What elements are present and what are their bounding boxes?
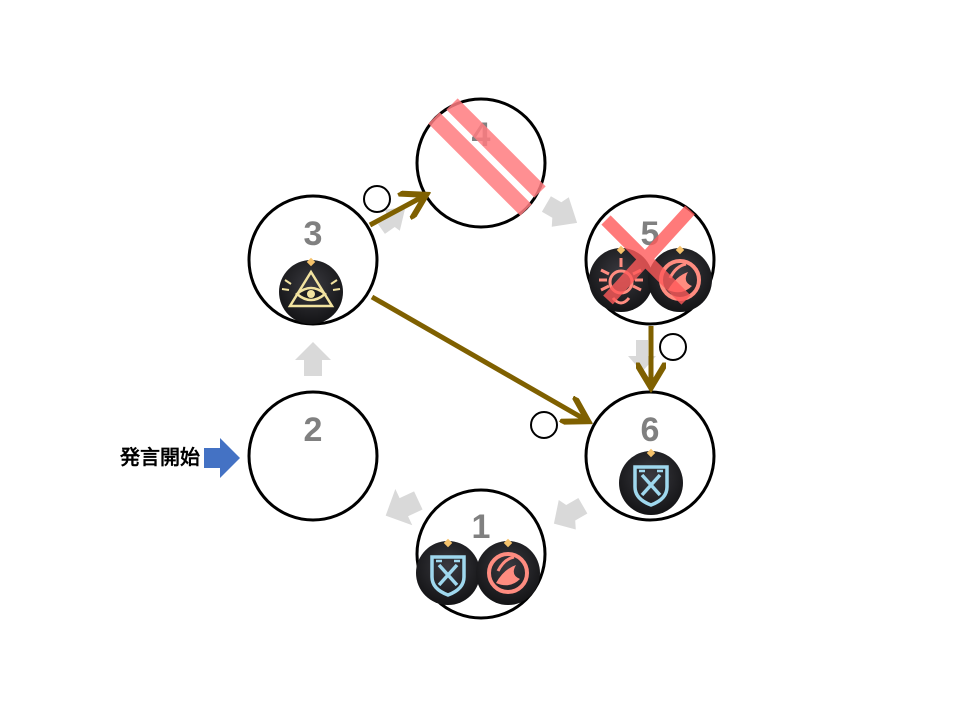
speech-start-indicator: 発言開始 xyxy=(119,438,240,478)
shield-swords-icon xyxy=(416,538,480,605)
gray-cycle-arrows xyxy=(295,196,656,530)
flame-swirl-icon xyxy=(476,538,540,605)
seat-2-circle xyxy=(247,390,379,522)
seat-2-number: 2 xyxy=(304,411,323,449)
circle-markers xyxy=(363,185,687,439)
all-seeing-eye-icon xyxy=(279,257,343,324)
brown-arrow-3-to-4 xyxy=(368,196,424,228)
circle-marker-3-to-6 xyxy=(530,411,558,439)
start-arrow xyxy=(204,438,240,478)
gray-arrow-1-to-2 xyxy=(385,489,423,526)
gray-arrow-6-to-1 xyxy=(553,497,588,530)
brown-arrow-3-to-6 xyxy=(370,294,586,420)
seat-6-number: 6 xyxy=(641,411,660,449)
speech-start-label: 発言開始 xyxy=(119,445,200,469)
seat-1-number: 1 xyxy=(472,508,491,546)
gray-arrow-4-to-5 xyxy=(541,196,578,227)
circle-marker-3-to-4 xyxy=(363,185,391,213)
gray-arrow-2-to-3 xyxy=(295,342,331,376)
brown-vote-arrows xyxy=(368,196,651,420)
seat-4-strike-mark xyxy=(428,98,546,216)
seat-5-x-mark xyxy=(601,205,695,305)
shield-swords-icon xyxy=(619,448,683,515)
seat-3-number: 3 xyxy=(304,215,323,253)
circle-marker-5-to-6 xyxy=(659,333,687,361)
